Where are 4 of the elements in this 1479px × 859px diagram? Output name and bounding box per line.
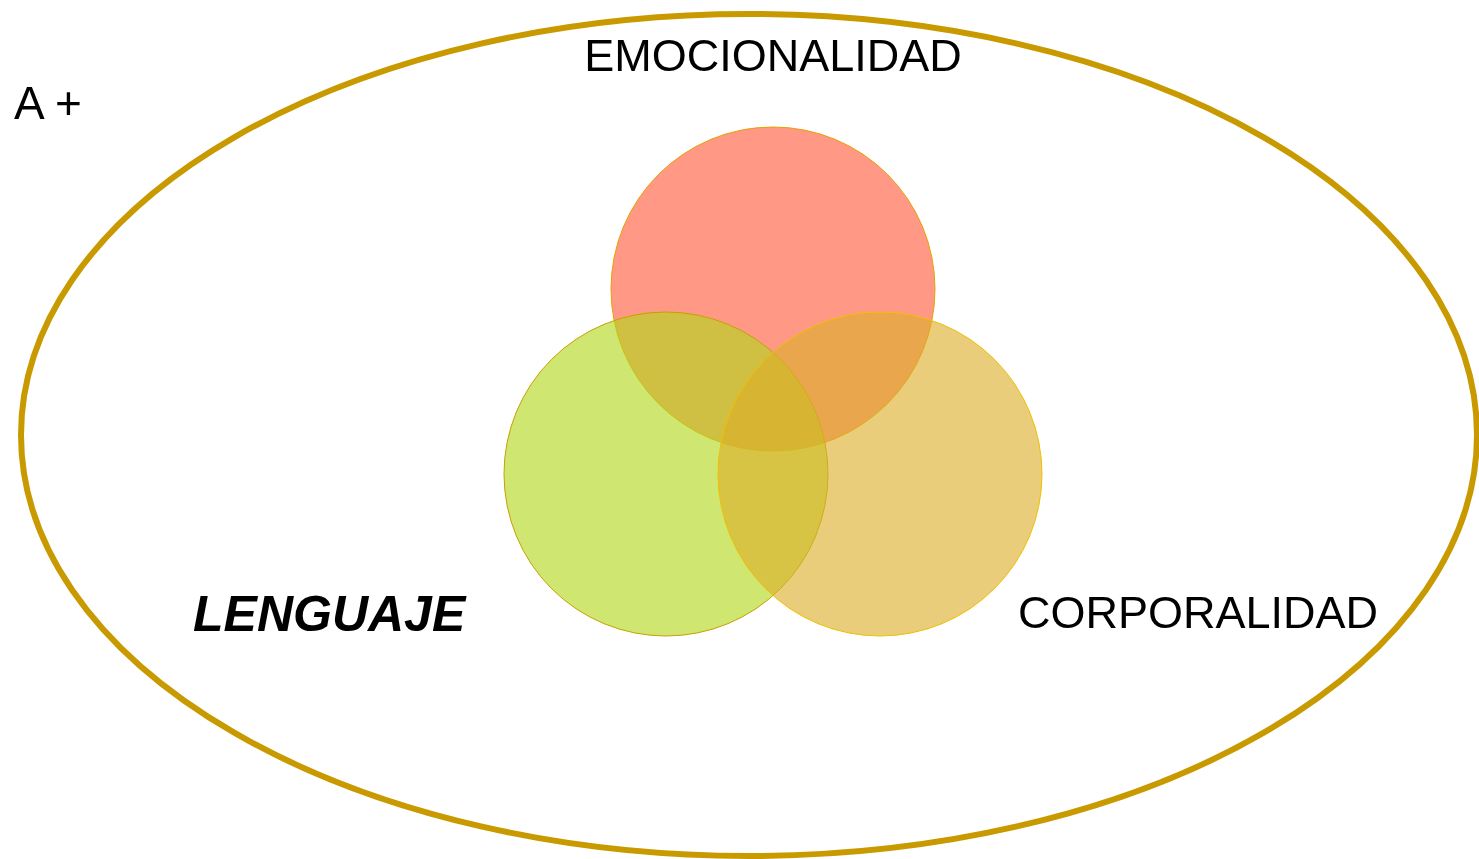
note-text: A + [14,80,82,126]
circle-label: LENGUAJE [193,589,466,639]
circle-label: EMOCIONALIDAD [584,32,962,78]
circle-label: CORPORALIDAD [1018,589,1379,635]
